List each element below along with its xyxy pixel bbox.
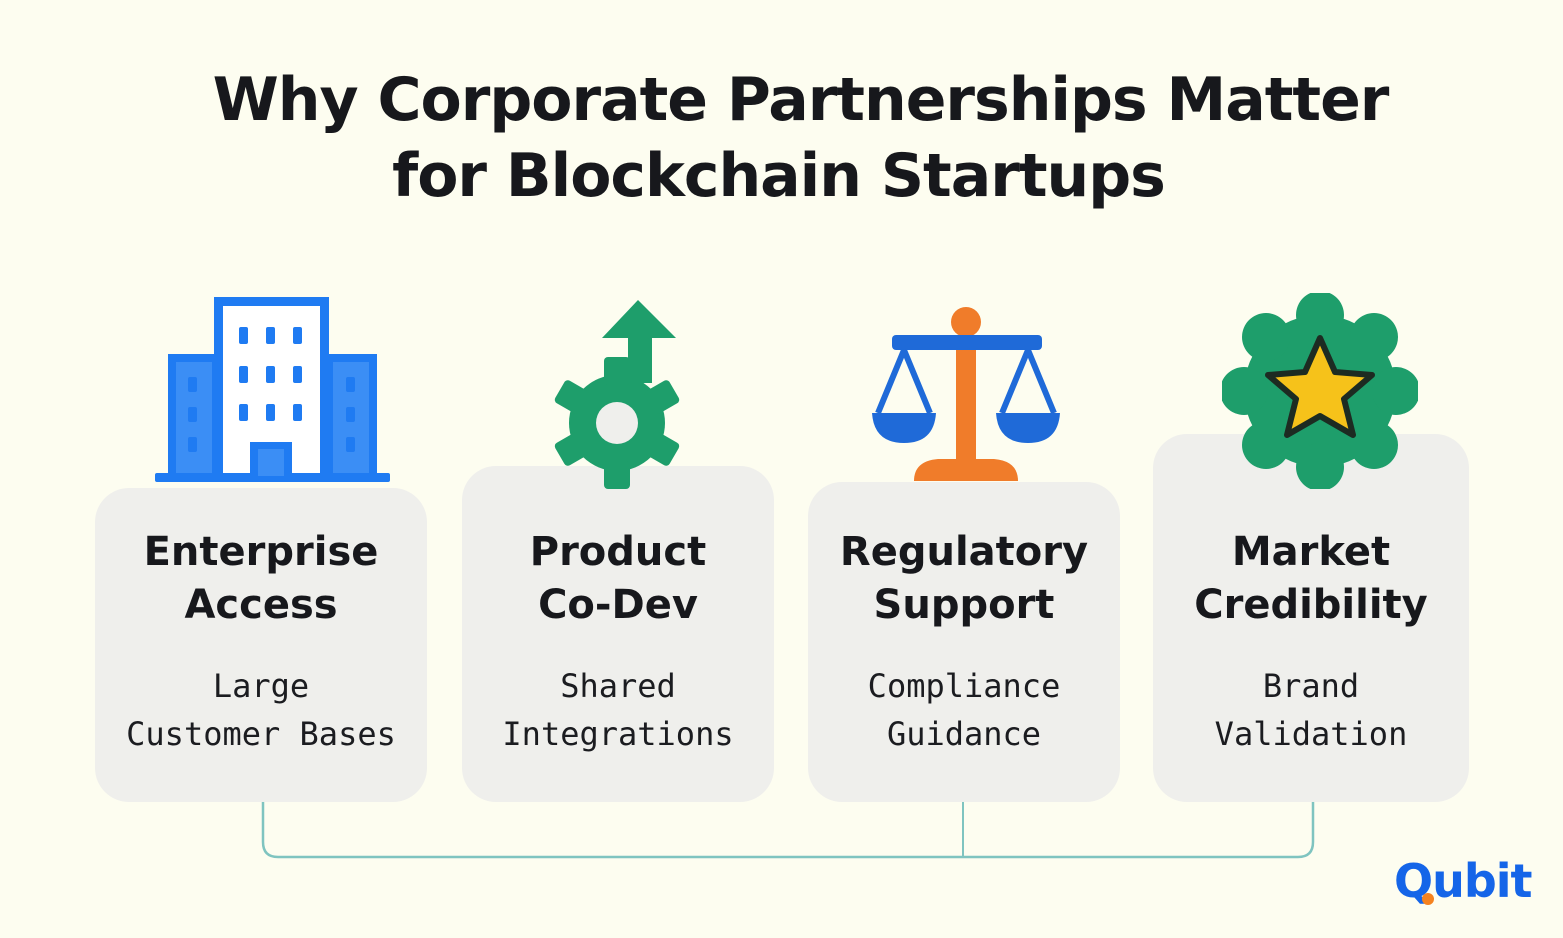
- card-title: Product Co-Dev: [529, 529, 707, 628]
- card-4-text: Market Credibility Brand Validation: [1153, 0, 1469, 938]
- card-title: Enterprise Access: [143, 529, 379, 628]
- balance-scale-icon: [872, 307, 1060, 481]
- page-title: Why Corporate Partnerships Matter for Bl…: [0, 62, 1563, 214]
- title-line-2: for Blockchain Startups: [392, 141, 1166, 211]
- card-1-text: Enterprise Access Large Customer Bases: [95, 0, 427, 938]
- card-2-text: Product Co-Dev Shared Integrations: [462, 0, 774, 938]
- card-subtitle: Compliance Guidance: [867, 667, 1061, 753]
- qubit-logo: Qubit: [1394, 854, 1533, 908]
- card-enterprise-access: [95, 488, 427, 802]
- card-market-credibility: [1153, 434, 1469, 802]
- gear-up-arrow-icon: [554, 300, 680, 489]
- card-subtitle: Large Customer Bases: [126, 667, 396, 753]
- card-regulatory-support: [808, 482, 1120, 802]
- logo-dot-icon: [1422, 893, 1434, 905]
- card-title: Market Credibility: [1194, 529, 1428, 628]
- title-line-1: Why Corporate Partnerships Matter: [212, 65, 1390, 135]
- card-subtitle: Brand Validation: [1214, 667, 1408, 753]
- card-product-co-dev: [462, 466, 774, 802]
- card-subtitle: Shared Integrations: [502, 667, 734, 753]
- card-3-text: Regulatory Support Compliance Guidance: [808, 0, 1120, 938]
- office-building-icon: [155, 297, 390, 482]
- card-title: Regulatory Support: [839, 529, 1089, 628]
- star-badge-icon: [1222, 293, 1418, 489]
